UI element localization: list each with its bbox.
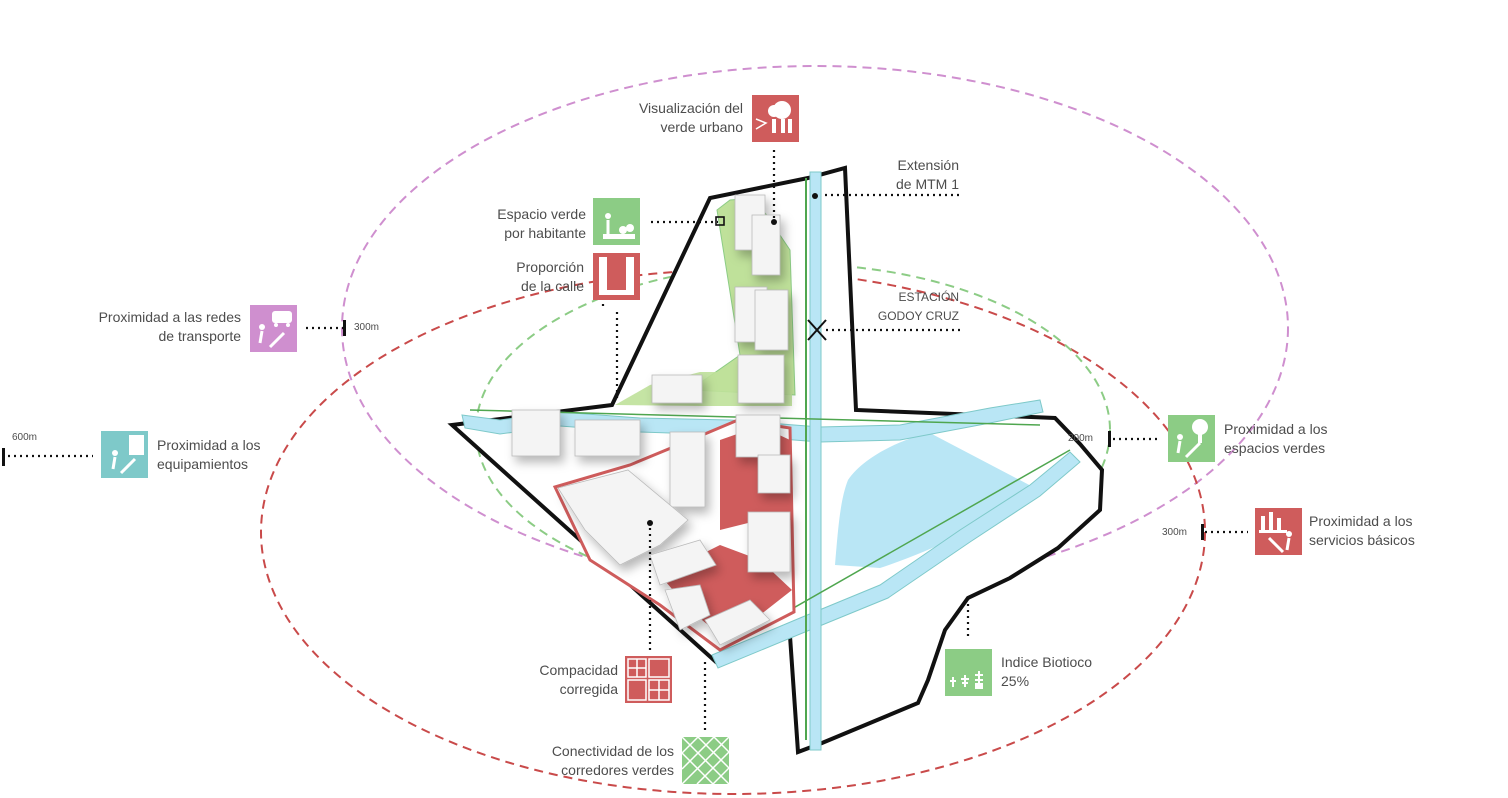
services-walker-icon — [1255, 508, 1302, 555]
leader-ends — [2, 193, 1204, 540]
label-servicios-basicos: Proximidad a los servicios básicos — [1309, 513, 1415, 548]
radius-200m-green — [475, 263, 1111, 597]
green-corridor-grid-icon — [682, 737, 729, 784]
label-compacidad: Compacidad corregida — [539, 662, 618, 697]
leader-lines — [8, 150, 1248, 730]
park-person-icon — [593, 198, 640, 245]
label-espacio-verde-habitante: Espacio verde por habitante — [497, 206, 586, 241]
station-marker — [807, 319, 827, 341]
metro-line-mtm1 — [809, 171, 822, 751]
label-redes-transporte: Proximidad a las redes de transporte — [98, 309, 241, 344]
label-corredores-verdes: Conectividad de los corredores verdes — [551, 743, 674, 778]
distance-espacios-verdes: 200m — [1068, 433, 1094, 444]
label-proporcion-calle: Proporción de la calle — [516, 259, 584, 294]
lake — [835, 433, 1035, 568]
plants-icon — [945, 649, 992, 696]
label-visualizacion-verde: Visualización del verde urbano — [638, 100, 743, 135]
label-extension-mtm1: Extensión de MTM 1 — [895, 157, 959, 192]
label-indice-biotico: Indice Biotioco 25% — [1001, 654, 1093, 689]
label-estacion-godoy-cruz: ESTACIÓN GODOY CRUZ — [877, 290, 959, 323]
building-walker-icon — [101, 431, 148, 478]
compact-grid-icon — [625, 656, 672, 703]
buildings — [511, 194, 791, 646]
bus-walker-icon — [250, 305, 297, 352]
distance-servicios: 300m — [1162, 527, 1188, 538]
tree-view-icon — [752, 95, 799, 142]
tree-walker-icon — [1168, 415, 1215, 462]
distance-equipamientos: 600m — [12, 432, 38, 443]
label-equipamientos: Proximidad a los equipamientos — [157, 437, 261, 472]
street-section-icon — [593, 253, 640, 300]
label-espacios-verdes: Proximidad a los espacios verdes — [1224, 421, 1328, 456]
distance-transporte: 300m — [354, 322, 380, 333]
